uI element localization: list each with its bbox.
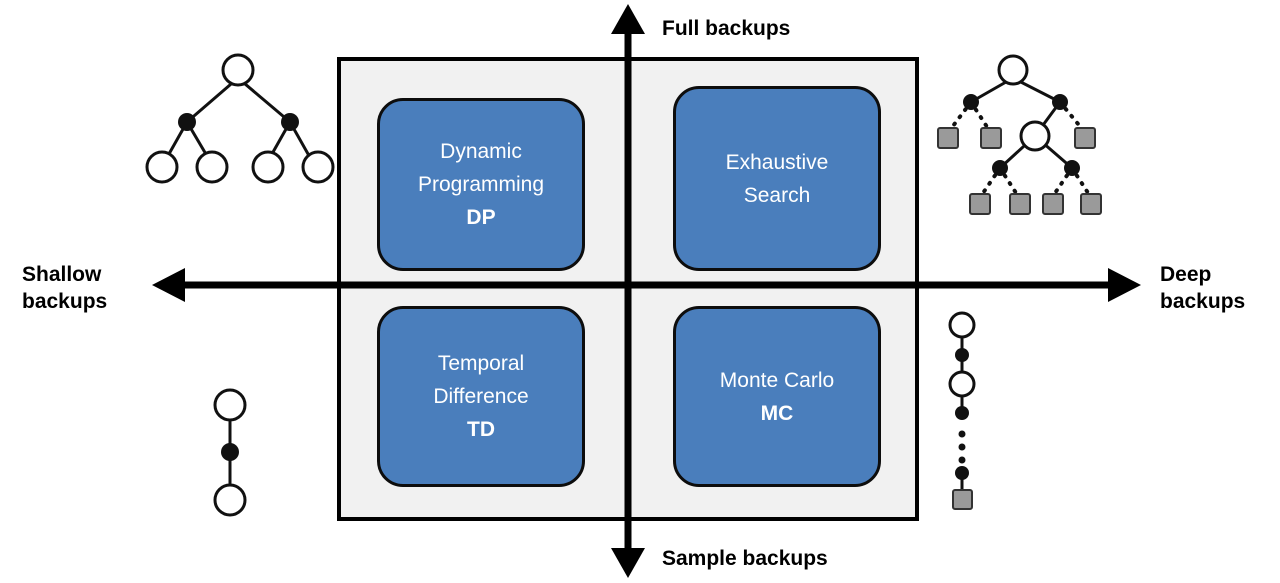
deep-sample-backup-chain-icon bbox=[948, 311, 976, 510]
node-leaf-open bbox=[145, 150, 179, 184]
shallow-sample-backup-chain-icon bbox=[213, 388, 247, 517]
node-state-open bbox=[213, 483, 247, 517]
method-abbreviation: TD bbox=[467, 418, 495, 441]
node-action-filled bbox=[1052, 94, 1068, 110]
method-line-1: Monte Carlo bbox=[719, 368, 835, 392]
method-line-2: Search bbox=[743, 183, 811, 207]
shallow-full-backup-tree-icon bbox=[145, 53, 335, 184]
node-terminal-square bbox=[1080, 193, 1102, 215]
node-action-filled bbox=[955, 466, 969, 480]
node-action-filled bbox=[992, 160, 1008, 176]
left-arrow-head bbox=[152, 268, 185, 302]
vertical-ellipsis-icon bbox=[958, 430, 966, 464]
method-abbreviation: MC bbox=[760, 401, 794, 425]
node-state-open bbox=[948, 370, 976, 398]
node-action-filled bbox=[955, 406, 969, 420]
node-terminal-square bbox=[1074, 127, 1096, 149]
down-arrow-head bbox=[611, 548, 645, 578]
method-box-temporal-difference[interactable]: Temporal Difference TD bbox=[377, 306, 585, 487]
right-arrow-head bbox=[1108, 268, 1141, 302]
method-abbreviation: DP bbox=[466, 206, 496, 229]
node-terminal-square bbox=[1042, 193, 1064, 215]
node-leaf-open bbox=[195, 150, 229, 184]
axis-label-full-backups: Full backups bbox=[662, 17, 791, 40]
node-state-open bbox=[948, 311, 976, 339]
method-box-dynamic-programming[interactable]: Dynamic Programming DP bbox=[377, 98, 585, 271]
method-box-monte-carlo[interactable]: Monte Carlo MC bbox=[673, 306, 881, 487]
axis-label-sample-backups: Sample backups bbox=[662, 547, 828, 570]
node-action-filled bbox=[955, 348, 969, 362]
method-line-1: Exhaustive bbox=[725, 150, 829, 174]
method-line-1: Dynamic bbox=[440, 140, 522, 163]
axis-label-deep-backups: Deep backups bbox=[1160, 263, 1246, 313]
method-line-2: Programming bbox=[417, 173, 545, 196]
node-action-filled bbox=[178, 113, 196, 131]
deep-full-backup-tree-icon bbox=[937, 54, 1102, 215]
node-state-open bbox=[213, 388, 247, 422]
node-state-open bbox=[1019, 120, 1051, 152]
node-action-filled bbox=[221, 443, 239, 461]
node-root-open bbox=[997, 54, 1029, 86]
method-line-2: Difference bbox=[433, 385, 529, 408]
node-action-filled bbox=[963, 94, 979, 110]
node-leaf-open bbox=[301, 150, 335, 184]
up-arrow-head bbox=[611, 4, 645, 34]
node-action-filled bbox=[281, 113, 299, 131]
method-box-exhaustive-search[interactable]: Exhaustive Search bbox=[673, 86, 881, 271]
node-terminal-square bbox=[1009, 193, 1031, 215]
method-line-1: Temporal bbox=[437, 352, 525, 375]
node-leaf-open bbox=[251, 150, 285, 184]
node-terminal-square bbox=[937, 127, 959, 149]
node-terminal-square bbox=[952, 489, 973, 510]
node-action-filled bbox=[1064, 160, 1080, 176]
axis-label-shallow-backups: Shallow backups bbox=[22, 263, 108, 313]
node-terminal-square bbox=[980, 127, 1002, 149]
node-terminal-square bbox=[969, 193, 991, 215]
node-root-open bbox=[221, 53, 255, 87]
